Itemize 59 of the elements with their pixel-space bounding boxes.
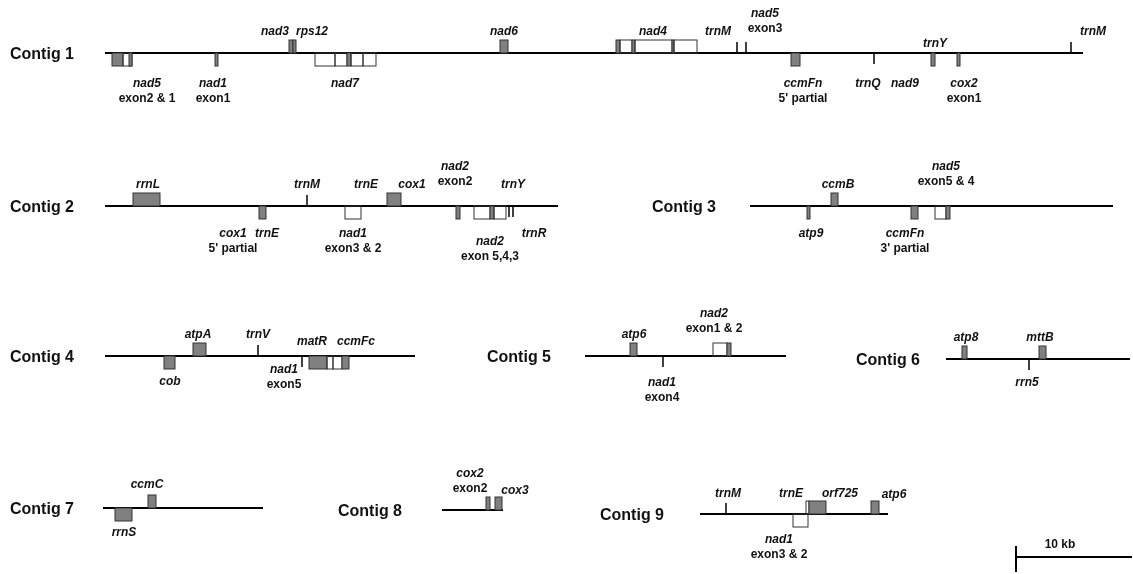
gene-label: rrnS [111,525,137,540]
gene-label: ccmC [130,477,164,492]
gene-label: rrnL [136,177,160,192]
gene-label: rrn5 [1015,375,1039,390]
gene-label: trnV [246,327,270,342]
gene-label: cox2 exon2 [452,466,488,496]
gene-label: nad7 [331,76,359,91]
gene-label: nad1 exon4 [644,375,680,405]
gene-label: cox1 [398,177,426,192]
gene-label: rps12 [296,24,328,39]
gene-label: cox2 exon1 [946,76,982,106]
gene-label: cox3 [501,483,529,498]
gene-label: nad9 [891,76,919,91]
gene-label: trnR [521,226,547,241]
contig-name: Contig 5 [487,347,551,366]
gene-label: nad1 exon3 & 2 [750,532,808,562]
gene-label: nad5 exon2 & 1 [118,76,176,106]
gene-label: trnE [354,177,378,192]
gene-label: trnE [779,486,803,501]
gene-label: nad2 exon 5,4,3 [461,234,519,264]
gene-label: trnM [294,177,320,192]
gene-label: mttB [1026,330,1054,345]
gene-label: nad1 exon3 & 2 [324,226,382,256]
contig-name: Contig 2 [10,197,74,216]
gene-label: matR [297,334,327,349]
gene-label: ccmFn 3' partial [880,226,930,256]
gene-label: atpA [184,327,212,342]
gene-label: trnQ [855,76,881,91]
gene-label: trnY [501,177,525,192]
gene-label: ccmFc [337,334,375,349]
gene-label: nad2 exon2 [437,159,473,189]
gene-label: nad5 exon3 [747,6,783,36]
gene-label: trnM [705,24,731,39]
contig-name: Contig 7 [10,499,74,518]
gene-label: nad6 [490,24,518,39]
scale-label: 10 kb [1044,537,1076,552]
gene-label: nad4 [639,24,667,39]
gene-label: ccmFn 5' partial [778,76,828,106]
gene-label: orf725 [822,486,858,501]
gene-label: nad1 exon1 [195,76,231,106]
gene-label: nad1 exon5 [266,362,302,392]
contig-name: Contig 4 [10,347,74,366]
gene-label: nad5 exon5 & 4 [917,159,975,189]
gene-label: nad3 [261,24,289,39]
gene-label: cob [159,374,181,389]
contig-name: Contig 9 [600,505,664,524]
contig-name: Contig 1 [10,44,74,63]
contig-name: Contig 3 [652,197,716,216]
gene-label: atp8 [953,330,979,345]
contig-name: Contig 8 [338,501,402,520]
gene-label: trnM [715,486,741,501]
gene-label: ccmB [821,177,855,192]
gene-label: atp6 [881,487,907,502]
gene-label: trnM [1080,24,1106,39]
gene-label: trnY [923,36,947,51]
gene-label: nad2 exon1 & 2 [685,306,743,336]
gene-label: atp6 [621,327,647,342]
contig-name: Contig 6 [856,350,920,369]
gene-label: atp9 [798,226,824,241]
